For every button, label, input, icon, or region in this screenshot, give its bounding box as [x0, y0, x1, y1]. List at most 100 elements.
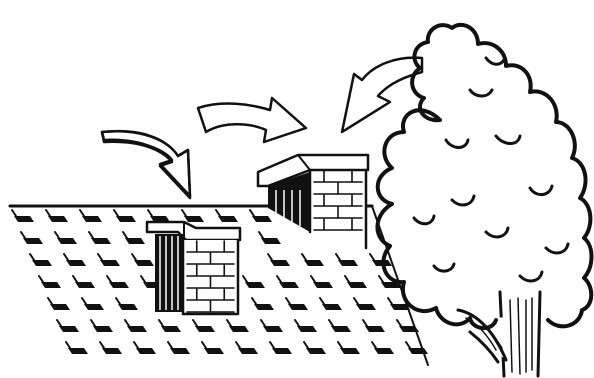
shingle-edge	[261, 320, 265, 326]
shingle	[75, 282, 95, 288]
shingle-edge	[243, 276, 247, 282]
shingle	[365, 326, 385, 332]
shingle	[261, 238, 281, 244]
shingle	[32, 260, 52, 266]
shingle-edge	[329, 320, 333, 326]
shingle-edge	[159, 320, 163, 326]
shingle-edge	[397, 320, 401, 326]
shingle-edge	[82, 298, 86, 304]
shingle-edge	[311, 276, 315, 282]
shingle-edge	[320, 298, 324, 304]
shingle	[125, 238, 145, 244]
shingle-edge	[302, 254, 306, 260]
shingle-edge	[46, 210, 50, 216]
shingle	[331, 326, 351, 332]
shingle	[116, 216, 136, 222]
shingle	[204, 348, 224, 354]
shingle	[338, 260, 358, 266]
shingle-edge	[295, 320, 299, 326]
shingle-edge	[193, 320, 197, 326]
wind-arrow-right	[342, 58, 422, 132]
shingle-edge	[363, 320, 367, 326]
shingle-edge	[141, 276, 145, 282]
shingle-edge	[89, 232, 93, 238]
shingle-edge	[48, 298, 52, 304]
shingle	[14, 216, 34, 222]
shingle	[254, 304, 274, 310]
shingle	[102, 348, 122, 354]
shingle	[48, 216, 68, 222]
shingle-edge	[345, 276, 349, 282]
shingle-edge	[388, 298, 392, 304]
shingle	[347, 282, 367, 288]
wind-arrow-left	[102, 131, 190, 198]
shingle-edge	[125, 320, 129, 326]
shingle-edge	[252, 298, 256, 304]
shingle-edge	[250, 210, 254, 216]
shingle-edge	[12, 210, 16, 216]
shingle-edge	[268, 254, 272, 260]
shingle-edge	[236, 342, 240, 348]
shingle	[57, 238, 77, 244]
shingle	[134, 260, 154, 266]
shingle	[408, 348, 428, 354]
shingle-edge	[116, 298, 120, 304]
shingle-edge	[372, 342, 376, 348]
shingle	[161, 326, 181, 332]
shingle	[263, 326, 283, 332]
shingle-edge	[148, 210, 152, 216]
shingle-edge	[57, 320, 61, 326]
shingle-edge	[216, 210, 220, 216]
shingle-edge	[100, 342, 104, 348]
shingle	[304, 260, 324, 266]
shingle-edge	[98, 254, 102, 260]
shingle	[136, 348, 156, 354]
shingle	[245, 282, 265, 288]
shingle-edge	[370, 254, 374, 260]
shingle	[195, 326, 215, 332]
shingle	[238, 348, 258, 354]
wind-arrow-middle	[198, 98, 306, 142]
shingle	[127, 326, 147, 332]
shingle	[218, 216, 238, 222]
shingle-edge	[132, 254, 136, 260]
shingle-edge	[64, 254, 68, 260]
shingle-edge	[336, 254, 340, 260]
shingle	[170, 348, 190, 354]
shingle-edge	[354, 298, 358, 304]
shingle-edge	[91, 320, 95, 326]
shingle-edge	[39, 276, 43, 282]
shingle	[306, 348, 326, 354]
shingle-edge	[30, 254, 34, 260]
shingle	[100, 260, 120, 266]
tall-chimney	[258, 155, 368, 248]
shingle-edge	[123, 232, 127, 238]
shingle-edge	[107, 276, 111, 282]
shingle	[399, 326, 419, 332]
shingle-edge	[259, 232, 263, 238]
shingle	[109, 282, 129, 288]
shingle	[229, 326, 249, 332]
shingle	[68, 348, 88, 354]
shingle	[270, 260, 290, 266]
shingle-edge	[286, 298, 290, 304]
shingle-edge	[80, 210, 84, 216]
short-chimney	[147, 222, 240, 314]
shingle-edge	[114, 210, 118, 216]
shingle-edge	[168, 342, 172, 348]
shingle-edge	[134, 342, 138, 348]
shingle	[340, 348, 360, 354]
shingle	[66, 260, 86, 266]
shingle	[23, 238, 43, 244]
shingle	[93, 326, 113, 332]
shingle	[356, 304, 376, 310]
shingle-edge	[73, 276, 77, 282]
shingle-edge	[406, 342, 410, 348]
shingle-edge	[277, 276, 281, 282]
shingle-edge	[304, 342, 308, 348]
shingle	[50, 304, 70, 310]
shingle	[279, 282, 299, 288]
shingle	[322, 304, 342, 310]
shingle	[41, 282, 61, 288]
